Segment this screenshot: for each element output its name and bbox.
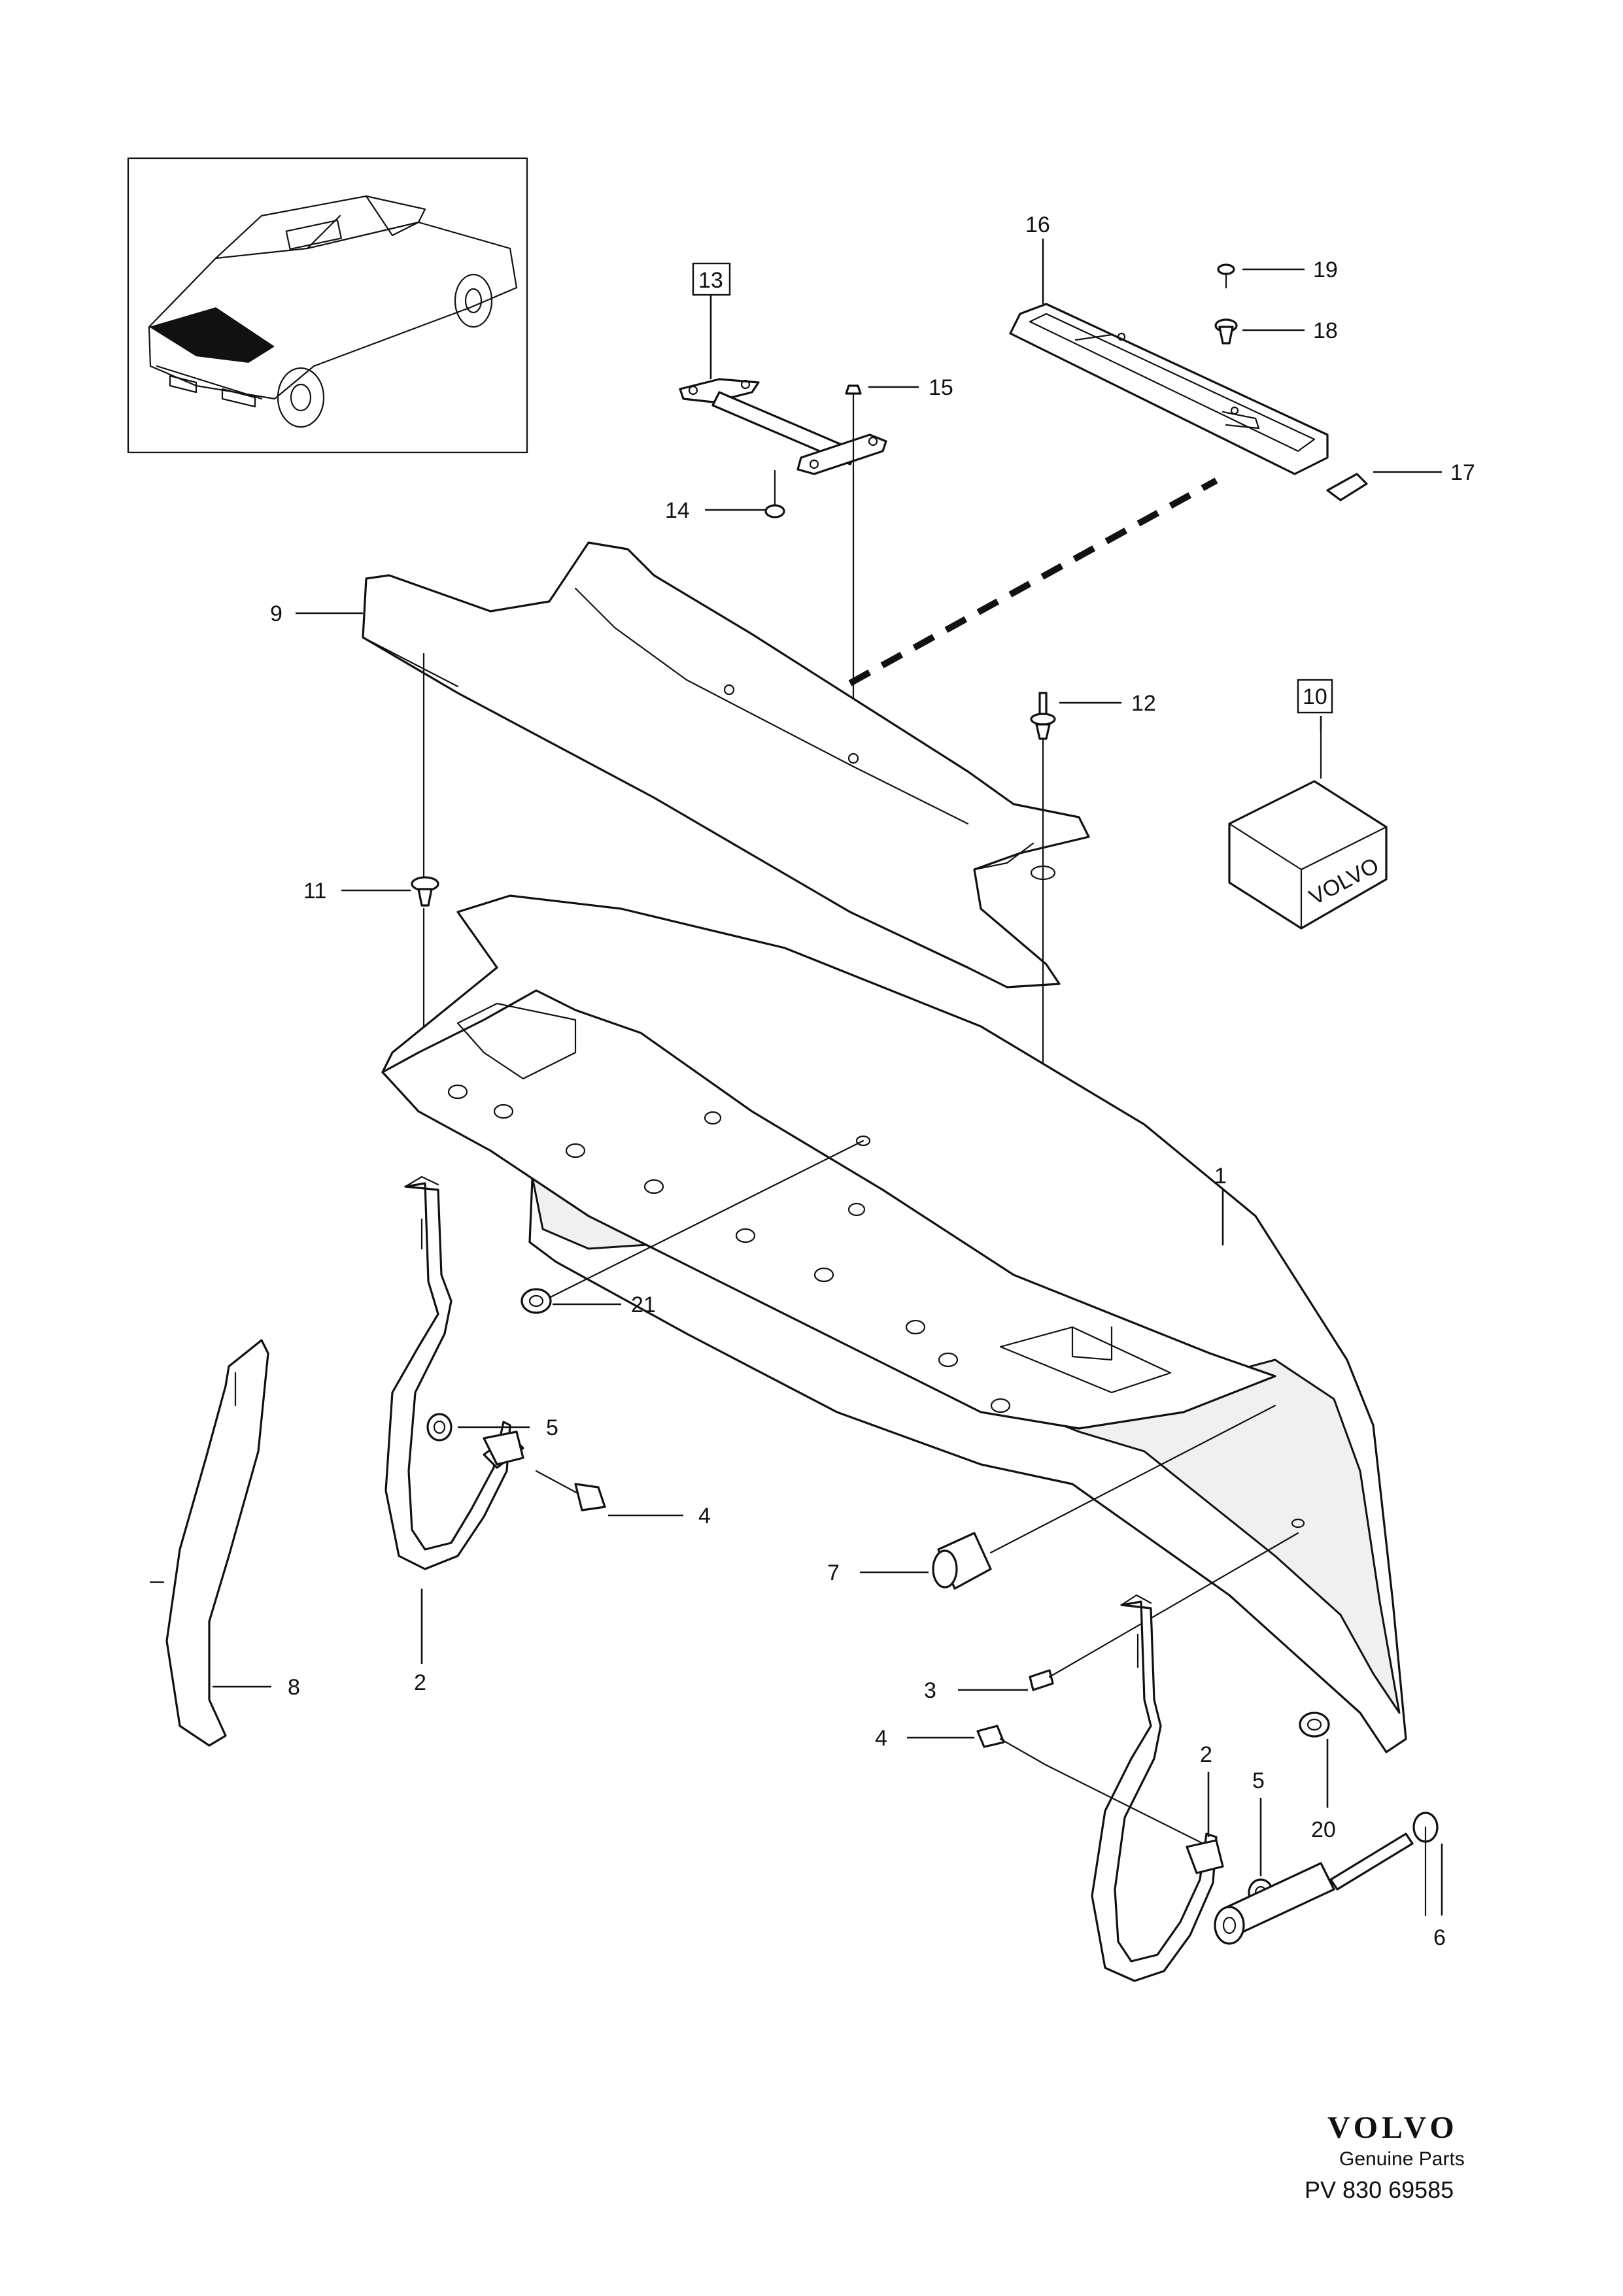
callout-4-right: 4 (875, 1726, 887, 1751)
callout-15: 15 (929, 375, 953, 400)
dashed-connection (848, 477, 1218, 686)
callout-16: 16 (1025, 212, 1050, 237)
svg-text:10: 10 (1303, 684, 1327, 709)
callout-21: 21 (631, 1292, 656, 1317)
part-10-kit-box: VOLVO (1228, 731, 1388, 930)
car-icon (148, 195, 518, 428)
inset-frame (127, 157, 528, 454)
brand-logo: VOLVO (1327, 2110, 1458, 2145)
part-8-torsion-bar (149, 1339, 269, 1747)
callout-4-left: 4 (698, 1504, 711, 1528)
callout-1: 1 (1214, 1164, 1227, 1189)
part-2-hinge-right (1091, 1594, 1218, 1982)
part-14-nut (764, 469, 785, 518)
callout-12: 12 (1131, 691, 1156, 716)
callout-8: 8 (288, 1675, 300, 1700)
part-20-grommet (1299, 1712, 1330, 1738)
part-9-trim-panel (362, 541, 1090, 988)
callout-2-right: 2 (1200, 1742, 1212, 1767)
brand-reference: PV 830 69585 (1305, 2176, 1454, 2203)
callout-5-right: 5 (1252, 1768, 1265, 1793)
part-6-gas-strut (1214, 1812, 1439, 1945)
callout-2-left: 2 (414, 1670, 426, 1695)
part-5-bushing-left (426, 1413, 453, 1442)
leader-lines (213, 239, 1443, 1916)
callout-17: 17 (1450, 460, 1475, 485)
callout-5-left: 5 (546, 1415, 558, 1440)
part-4-bolt-right (976, 1725, 1218, 1851)
slot-holes (447, 1084, 1305, 1528)
brand-subtitle: Genuine Parts (1339, 2148, 1465, 2170)
part-19-screw (1217, 263, 1235, 289)
hinge-arm-right (1186, 1839, 1224, 1874)
part-13-bracket (679, 378, 887, 475)
hinge-arm-left (483, 1430, 524, 1466)
callout-14: 14 (665, 498, 690, 523)
callout-3: 3 (924, 1678, 936, 1703)
callout-20: 20 (1311, 1817, 1336, 1842)
part-3-screw (1029, 1532, 1299, 1691)
callout-11: 11 (303, 879, 326, 903)
part-1-trunk-lid (381, 894, 1407, 1753)
part-4-bolt-left (535, 1470, 606, 1511)
part-2-hinge-left (384, 1175, 524, 1570)
callout-6: 6 (1433, 1925, 1446, 1950)
callout-19: 19 (1313, 258, 1338, 282)
part-16-plate (1009, 303, 1329, 475)
callout-7: 7 (827, 1561, 840, 1585)
callout-9: 9 (270, 601, 282, 626)
callout-18: 18 (1313, 318, 1338, 343)
part-17-clip (1326, 473, 1368, 501)
brand-block: VOLVO Genuine Parts PV 830 69585 (1305, 2110, 1465, 2203)
part-7-rubber-buffer (932, 1404, 1276, 1590)
part-21-grommet (521, 1140, 864, 1314)
car-overview-inset (127, 157, 528, 454)
part-18-push-pin (1214, 318, 1238, 345)
callout-labels: 1 2 2 3 4 4 5 5 6 7 8 9 10 11 12 13 14 1… (270, 212, 1475, 1950)
svg-text:13: 13 (698, 268, 723, 293)
callout-10: 10 (1297, 679, 1333, 714)
callout-13: 13 (692, 262, 731, 296)
